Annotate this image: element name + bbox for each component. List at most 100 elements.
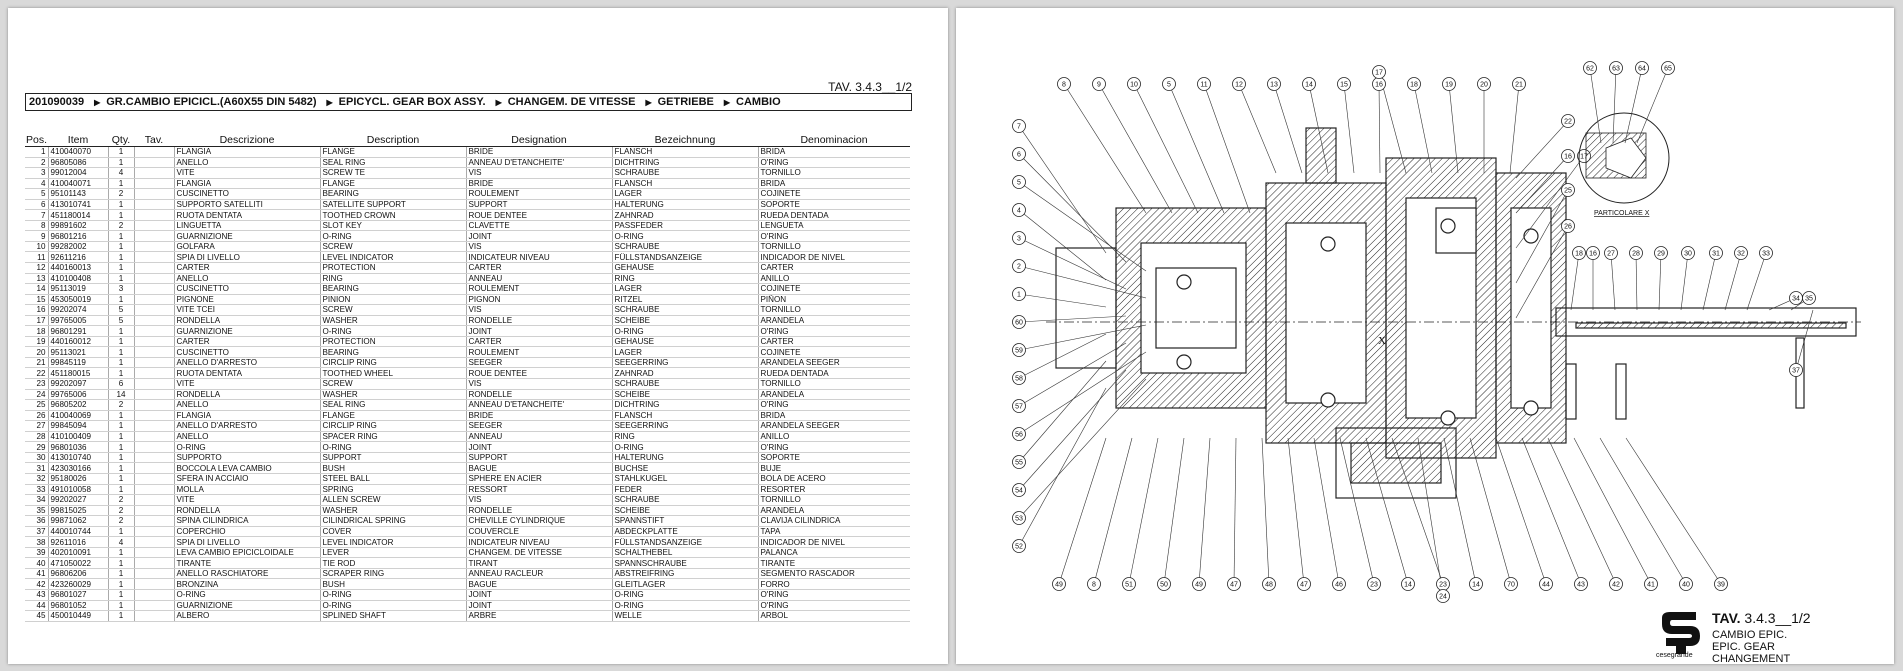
leader-line xyxy=(1018,378,1147,519)
table-cell: 1 xyxy=(107,273,134,285)
table-cell xyxy=(133,273,174,285)
callout-circle xyxy=(1012,455,1026,469)
table-cell: O-RING xyxy=(611,325,758,337)
callout-circle xyxy=(1561,183,1575,197)
table-cell: COJINETE xyxy=(757,346,910,358)
table-cell: COVER xyxy=(319,526,466,538)
bearing-ball xyxy=(1523,400,1539,416)
table-cell: 1 xyxy=(107,600,134,612)
table-cell: VIS xyxy=(465,167,612,179)
table-cell: VIS xyxy=(465,378,612,390)
table-cell: SEGMENTO RASCADOR xyxy=(757,568,910,580)
table-cell: 99891602 xyxy=(47,220,108,232)
table-cell: ABDECKPLATTE xyxy=(611,526,758,538)
table-cell: WASHER xyxy=(319,505,466,517)
callout-number: 49 xyxy=(1055,582,1063,589)
leader-line xyxy=(1018,324,1147,351)
callout-circle xyxy=(1644,577,1658,591)
table-cell: ARANDELA SEEGER xyxy=(757,420,910,432)
title-line-en: EPIC. GEAR xyxy=(1712,641,1775,653)
title-line-fr: CHANGEMENT xyxy=(1712,653,1791,664)
callout-circle xyxy=(1609,577,1623,591)
leader-line xyxy=(1133,83,1199,214)
callout-circle xyxy=(1012,203,1026,217)
table-cell: VIS xyxy=(465,304,612,316)
bearing-ball xyxy=(1320,236,1336,252)
table-cell: 1 xyxy=(107,610,134,622)
callout-number: 58 xyxy=(1015,376,1023,383)
table-cell: 99845119 xyxy=(47,357,108,369)
drawing-part xyxy=(1350,442,1442,484)
table-cell: 11 xyxy=(25,251,48,263)
table-cell: JOINT xyxy=(465,230,612,242)
table-cell: WELLE xyxy=(611,610,758,622)
leader-line xyxy=(1018,351,1147,435)
callout-number: 63 xyxy=(1612,66,1620,73)
table-cell: VIS xyxy=(465,494,612,506)
table-cell xyxy=(133,610,174,622)
table-cell: ANELLO xyxy=(173,431,320,443)
assembly-header: 201090039 ▶ GR.CAMBIO EPICICL.(A60X55 DI… xyxy=(25,93,912,111)
table-cell: 92611016 xyxy=(47,536,108,548)
table-cell: RUOTA DENTATA xyxy=(173,209,320,221)
table-cell: 2 xyxy=(107,515,134,527)
callout-circle xyxy=(1504,577,1518,591)
table-cell: SCHRAUBE xyxy=(611,241,758,253)
leader-line xyxy=(1658,252,1662,311)
table-cell: TIRANTE xyxy=(757,557,910,569)
table-cell: O-RING xyxy=(319,325,466,337)
table-cell xyxy=(133,315,174,327)
leader-line xyxy=(1448,83,1459,174)
callout-circle xyxy=(1604,246,1618,260)
table-cell xyxy=(133,167,174,179)
table-cell: CHEVILLE CYLINDRIQUE xyxy=(465,515,612,527)
table-cell: 99202097 xyxy=(47,378,108,390)
table-cell: SCRAPER RING xyxy=(319,568,466,580)
leader-line xyxy=(1509,83,1520,174)
callout-number: 47 xyxy=(1300,582,1308,589)
table-cell: 25 xyxy=(25,399,48,411)
table-cell: BRONZINA xyxy=(173,578,320,590)
table-cell: VITE xyxy=(173,167,320,179)
table-cell: 95101143 xyxy=(47,188,108,200)
column-header: Denominacion xyxy=(758,134,910,147)
callout-number: 55 xyxy=(1015,460,1023,467)
callout-number: 48 xyxy=(1265,582,1273,589)
table-cell: SPHERE EN ACIER xyxy=(465,473,612,485)
table-cell: 2 xyxy=(25,157,48,169)
table-cell: CIRCLIP RING xyxy=(319,420,466,432)
table-cell: PALANCA xyxy=(757,547,910,559)
leader-lines xyxy=(1018,71,1814,597)
leader-line xyxy=(1063,83,1147,214)
table-cell: PIGNON xyxy=(465,294,612,306)
table-cell: SFERA IN ACCIAIO xyxy=(173,473,320,485)
leader-line xyxy=(1287,437,1305,585)
table-cell: PINION xyxy=(319,294,466,306)
callout-circle xyxy=(1789,363,1803,377)
table-cell: BUSH xyxy=(319,578,466,590)
table-cell: LINGUETTA xyxy=(173,220,320,232)
table-cell: 33 xyxy=(25,484,48,496)
leader-line xyxy=(1515,120,1569,179)
callout-number: 51 xyxy=(1125,582,1133,589)
leader-line xyxy=(1343,83,1355,174)
table-cell: 96805202 xyxy=(47,399,108,411)
table-cell xyxy=(133,262,174,274)
table-cell: JOINT xyxy=(465,325,612,337)
table-cell: RING xyxy=(611,431,758,443)
table-cell: 9 xyxy=(25,230,48,242)
leader-line xyxy=(1339,437,1375,585)
leader-line xyxy=(1163,437,1185,585)
table-cell: RESORTER xyxy=(757,484,910,496)
leader-line xyxy=(1625,437,1722,585)
table-cell xyxy=(133,346,174,358)
assembly-name-en: EPICYCL. GEAR BOX ASSY. xyxy=(338,96,486,108)
table-cell: O-RING xyxy=(319,589,466,601)
table-cell: 14 xyxy=(25,283,48,295)
table-cell: RING xyxy=(611,273,758,285)
table-cell: COPERCHIO xyxy=(173,526,320,538)
callout-number: 3 xyxy=(1017,236,1021,243)
table-cell: ANNEAU D'ETANCHEITE' xyxy=(465,399,612,411)
